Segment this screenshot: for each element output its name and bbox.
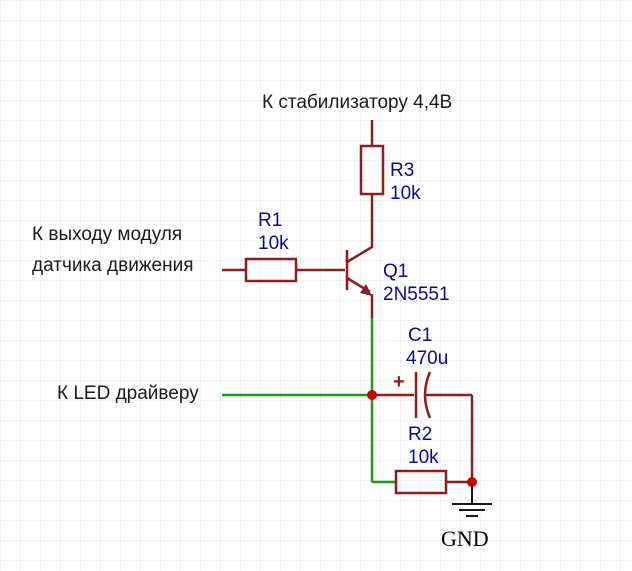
ground-icon — [452, 482, 492, 517]
sensor-label-line2: датчика движения — [32, 255, 194, 276]
c1-value: 470u — [406, 348, 448, 369]
r1-resistor[interactable] — [222, 257, 345, 283]
gnd-label: GND — [441, 526, 489, 551]
led-driver-label: К LED драйверу — [57, 383, 199, 404]
r3-ref: R3 — [390, 160, 414, 181]
c1-polarity-mark: + — [393, 371, 405, 393]
supply-label: К стабилизатору 4,4В — [262, 92, 452, 113]
r3-value: 10k — [390, 183, 421, 204]
r3-resistor[interactable] — [359, 120, 385, 248]
sensor-label-line1: К выходу модуля — [32, 224, 182, 245]
c1-ref: C1 — [408, 325, 432, 346]
r2-value: 10k — [408, 447, 439, 468]
junction-dot — [467, 477, 477, 487]
r1-ref: R1 — [258, 210, 282, 231]
q1-ref: Q1 — [383, 261, 408, 282]
q1-value: 2N5551 — [383, 284, 450, 305]
c1-capacitor[interactable] — [372, 371, 474, 482]
r1-value: 10k — [258, 233, 289, 254]
r2-ref: R2 — [408, 424, 432, 445]
q1-transistor[interactable] — [345, 245, 374, 318]
emitter-arrow-icon — [360, 284, 372, 296]
junction-dot — [367, 390, 377, 400]
